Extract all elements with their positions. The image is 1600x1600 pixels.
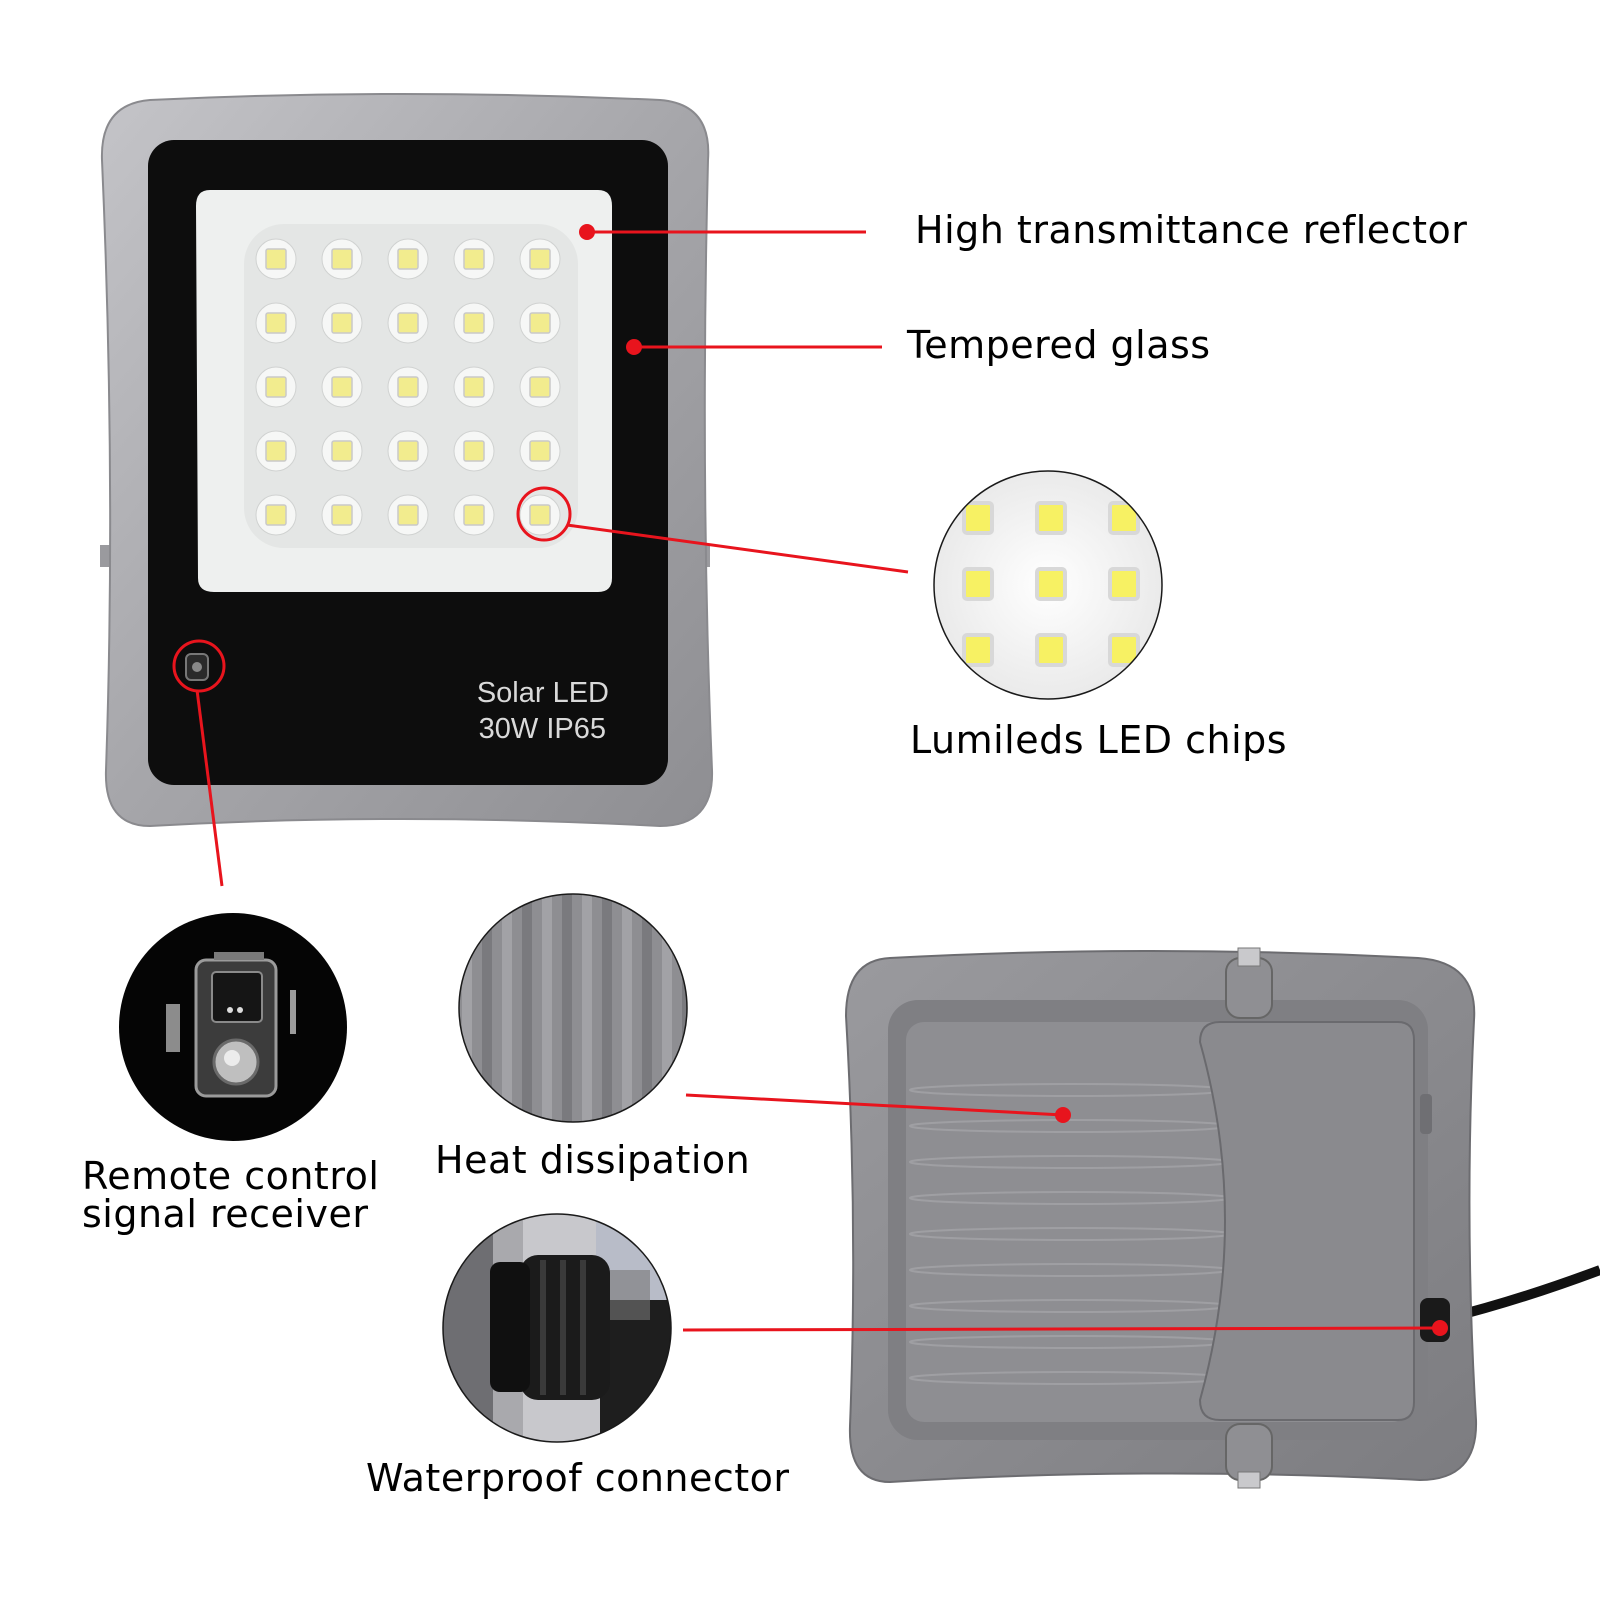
led-chips-zoom [933, 470, 1163, 700]
led-chip [265, 248, 287, 270]
led-grid [244, 224, 578, 548]
zoom-led-chip [1035, 633, 1067, 667]
connector-zoom [442, 1213, 672, 1443]
label-heat: Heat dissipation [435, 1138, 751, 1182]
heat-fin [582, 894, 592, 1122]
receiver-highlight-ring [172, 639, 226, 693]
pointer-connector [682, 1326, 1441, 1332]
led-chip [529, 312, 551, 334]
led-chip [529, 440, 551, 462]
pointer-lines [195, 224, 1448, 1336]
heat-fin [602, 894, 612, 1122]
cable-gland [1420, 1298, 1450, 1342]
pointer-heat [685, 1093, 1064, 1117]
led-chip [463, 504, 485, 526]
label-reflector: High transmittance reflector [915, 208, 1468, 252]
led-chip [397, 376, 419, 398]
pointer-dot-connector [1432, 1320, 1448, 1336]
heat-zoom [458, 893, 688, 1123]
pointer-chips [566, 523, 909, 574]
led-highlight-ring [516, 486, 572, 542]
led-chip [463, 312, 485, 334]
badge-line2: 30W IP65 [479, 713, 606, 745]
led-chip [397, 248, 419, 270]
heat-fin [482, 894, 492, 1122]
led-chip [331, 248, 353, 270]
label-receiver-line2: signal receiver [82, 1192, 369, 1236]
led-chip [265, 504, 287, 526]
led-chip [397, 504, 419, 526]
heat-fin [642, 894, 652, 1122]
zoom-led-chip [1035, 567, 1067, 601]
led-chip [331, 440, 353, 462]
heat-fin [462, 894, 472, 1122]
badge-line1: Solar LED [477, 677, 609, 709]
zoom-led-chip [1108, 633, 1140, 667]
led-chip [529, 248, 551, 270]
led-chip [331, 376, 353, 398]
top-bolt [1237, 947, 1261, 967]
mount-bracket [1198, 1021, 1415, 1421]
led-chip [265, 312, 287, 334]
led-chip [529, 376, 551, 398]
heat-fins [462, 894, 687, 1122]
heat-fin [502, 894, 512, 1122]
label-glass: Tempered glass [907, 323, 1211, 367]
led-chip [463, 248, 485, 270]
led-chip [397, 312, 419, 334]
zoom-led-chip [1108, 567, 1140, 601]
led-chip [397, 440, 419, 462]
led-chip [529, 504, 551, 526]
floodlight-front: Solar LED 30W IP65 [100, 93, 714, 828]
pointer-receiver [195, 689, 224, 887]
heat-fin [542, 894, 552, 1122]
side-notch [1420, 1094, 1432, 1134]
label-chips: Lumileds LED chips [910, 718, 1288, 762]
receiver-zoom [119, 913, 347, 1141]
label-receiver-line1: Remote control [82, 1154, 380, 1198]
pointer-dot-reflector [579, 224, 595, 240]
heat-fin [562, 894, 572, 1122]
led-chip [265, 440, 287, 462]
led-chip [265, 376, 287, 398]
zoom-led-chip [1035, 501, 1067, 535]
zoom-led-chip [962, 567, 994, 601]
heat-fin [662, 894, 672, 1122]
pointer-dot-heat [1055, 1107, 1071, 1123]
zoom-led-chip [962, 501, 994, 535]
led-chip [463, 440, 485, 462]
zoom-chip-grid [962, 501, 1140, 667]
pointer-dot-glass [626, 339, 642, 355]
label-connector: Waterproof connector [366, 1456, 790, 1500]
led-chip [331, 504, 353, 526]
heat-fin [682, 894, 687, 1122]
heat-fin [622, 894, 632, 1122]
label-receiver: Remote control signal receiver [82, 1157, 379, 1233]
heat-fin [522, 894, 532, 1122]
led-chip [463, 376, 485, 398]
led-chip [331, 312, 353, 334]
top-hinge [1225, 957, 1273, 1019]
bottom-bolt [1237, 1471, 1261, 1489]
zoom-led-chip [962, 633, 994, 667]
zoom-led-chip [1108, 501, 1140, 535]
floodlight-back [844, 947, 1600, 1489]
receiver-sensor [172, 639, 226, 693]
